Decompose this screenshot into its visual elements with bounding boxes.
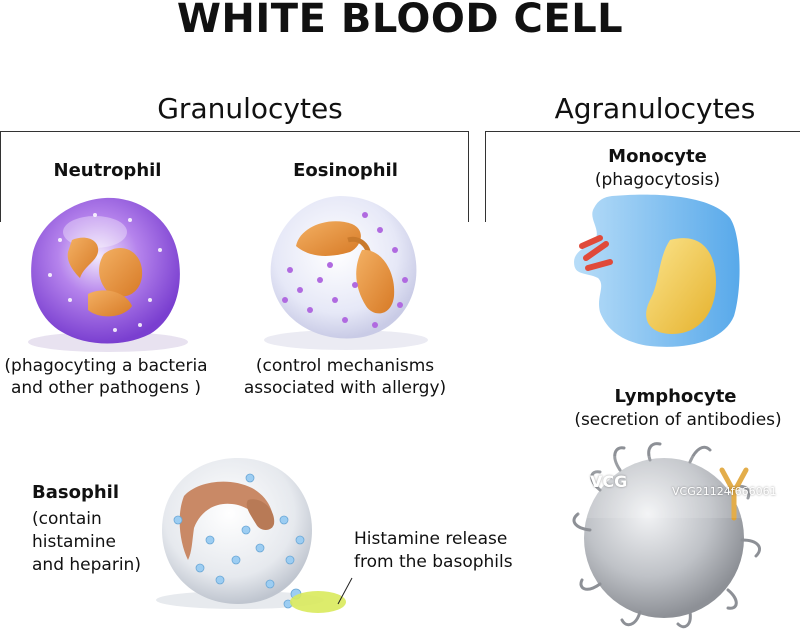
watermark-logo: VCG xyxy=(590,472,627,491)
neutrophil-desc-2: and other pathogens ) xyxy=(0,378,212,399)
basophil-desc-1: (contain xyxy=(32,508,102,531)
lymphocyte-desc: (secretion of antibodies) xyxy=(560,410,796,431)
eosinophil-desc-1: (control mechanisms xyxy=(230,356,460,377)
basophil-desc-2: histamine xyxy=(32,531,116,554)
histamine-release-2: from the basophils xyxy=(354,551,513,574)
histamine-release-1: Histamine release xyxy=(354,528,507,551)
lymphocyte-label: Lymphocyte xyxy=(588,386,763,407)
eosinophil-label: Eosinophil xyxy=(258,160,433,181)
eosinophil-desc-2: associated with allergy) xyxy=(230,378,460,399)
neutrophil-label: Neutrophil xyxy=(20,160,195,181)
watermark-code: VCG21124f666061 xyxy=(672,485,777,498)
basophil-desc-3: and heparin) xyxy=(32,554,141,577)
monocyte-label: Monocyte xyxy=(570,146,745,167)
neutrophil-desc-1: (phagocyting a bacteria xyxy=(0,356,212,377)
monocyte-cell xyxy=(574,195,740,347)
neutrophil-cell xyxy=(28,198,188,352)
eosinophil-cell xyxy=(264,196,428,350)
monocyte-desc: (phagocytosis) xyxy=(560,170,755,191)
basophil-cell xyxy=(156,458,352,613)
basophil-label: Basophil xyxy=(32,482,119,503)
